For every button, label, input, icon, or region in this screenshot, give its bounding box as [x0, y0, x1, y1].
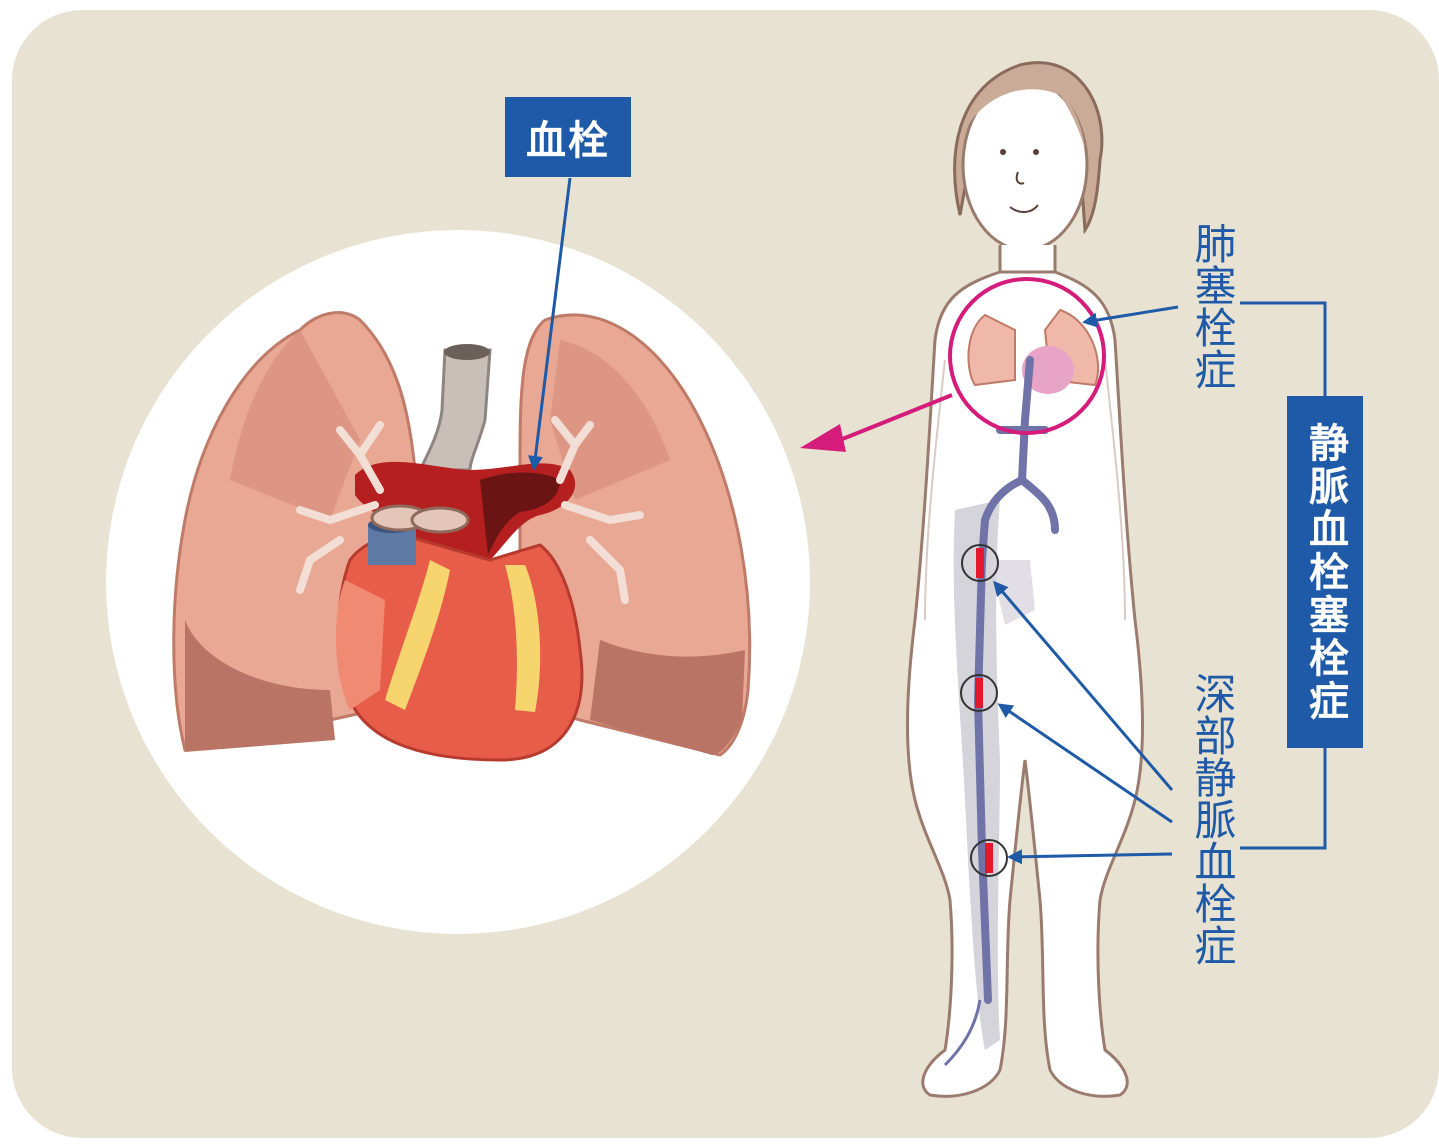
- pulmonary-embolism-label: 肺塞栓症: [1190, 222, 1234, 390]
- vte-label: 静脈血栓塞栓症: [1287, 396, 1363, 748]
- human-body-figure: [908, 63, 1143, 1097]
- lungs-heart-illustration: [174, 313, 750, 760]
- clot-label: 血栓: [505, 97, 631, 177]
- dvt-label: 深部静脈血栓症: [1190, 672, 1234, 966]
